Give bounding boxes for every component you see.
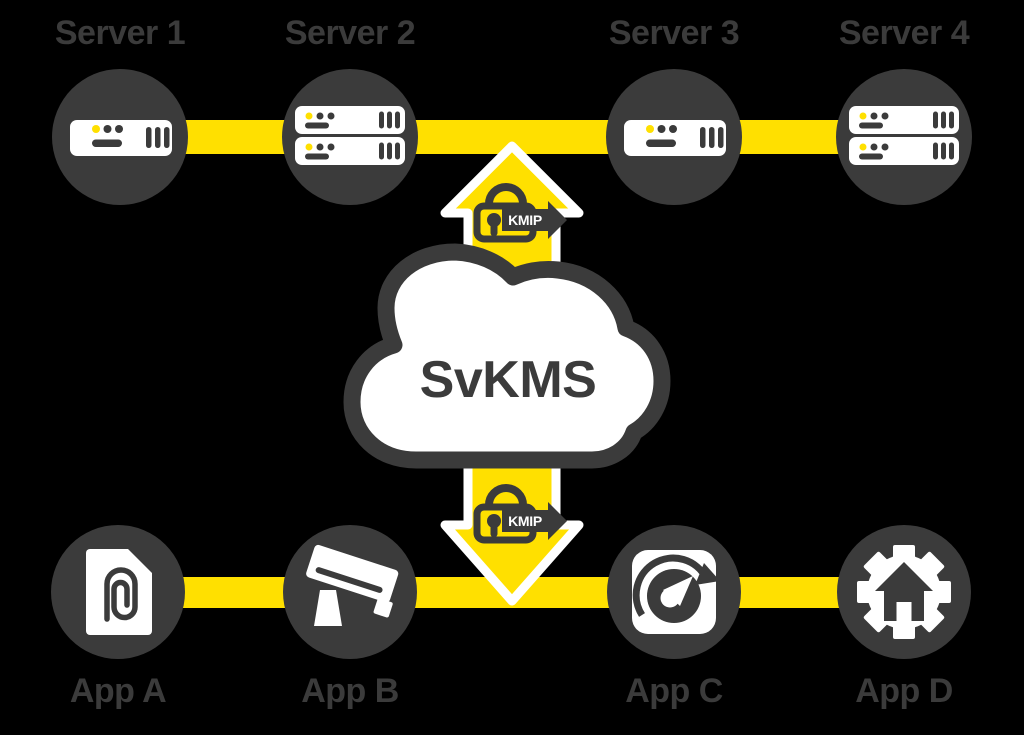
cloud-title: SvKMS: [419, 351, 597, 409]
gauge-icon: [632, 550, 720, 634]
kmip-label-down: KMIP: [508, 513, 542, 529]
server-4-label: Server 4: [838, 14, 970, 52]
cctv-camera-icon: [306, 544, 399, 626]
server-single-icon: [70, 120, 172, 156]
cloud-shape: [343, 243, 671, 469]
server-2-node: [282, 69, 418, 205]
document-paperclip-icon: [86, 547, 154, 635]
app-b-node: [283, 525, 417, 659]
server-4-node: [836, 69, 972, 205]
app-a-node: [51, 525, 185, 659]
app-d-node: [837, 525, 971, 659]
server-1-label: Server 1: [54, 14, 186, 52]
app-c-node: [607, 525, 741, 659]
server-single-icon: [624, 120, 726, 156]
app-b-label: App B: [301, 672, 399, 710]
server-3-node: [606, 69, 742, 205]
server-2-label: Server 2: [284, 14, 416, 52]
server-1-node: [52, 69, 188, 205]
server-3-label: Server 3: [608, 14, 740, 52]
kmip-label-up: KMIP: [508, 212, 542, 228]
gear-home-icon: [857, 545, 951, 639]
app-d-label: App D: [855, 672, 953, 710]
app-c-label: App C: [625, 672, 723, 710]
app-a-label: App A: [69, 672, 167, 710]
